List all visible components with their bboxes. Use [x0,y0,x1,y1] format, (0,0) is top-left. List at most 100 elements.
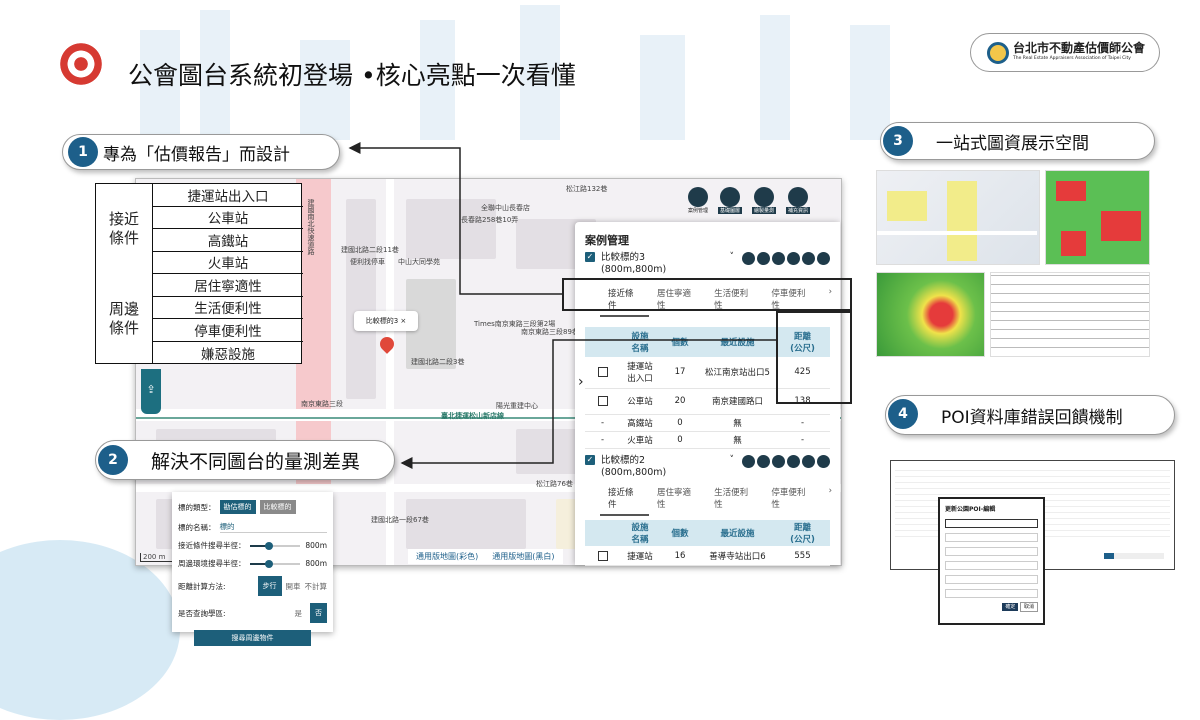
cell: - [800,434,805,445]
type-comparable-button[interactable]: 比較標的 [259,500,296,514]
name-input[interactable]: 標的 [219,521,327,533]
method-none[interactable]: 不計算 [304,581,328,591]
chevron-right-icon[interactable]: › [828,286,832,297]
col-distance: 距離 (公尺) [790,523,815,546]
name-label: 標的名稱： [178,522,216,532]
case-checkbox[interactable]: ✓ [585,252,595,262]
hide-icon[interactable] [742,454,755,468]
tab-parking[interactable]: 停車便利性 [771,488,806,511]
chevron-down-icon[interactable]: ˅ [729,252,735,262]
modal-field[interactable] [945,589,1038,598]
col-distance: 距離 (公尺) [790,331,815,354]
cell: 善導寺站出口6 [709,551,766,562]
basemap-color[interactable]: 通用版地圖(彩色) [416,552,479,561]
cell: - [800,417,805,428]
near-radius-slider[interactable] [249,541,300,550]
edit-icon[interactable] [757,454,770,468]
confirm-button[interactable]: 確定 [1002,603,1019,611]
chevron-down-icon[interactable]: ˅ [729,454,735,465]
scales-icon [987,42,1009,64]
delete-icon[interactable] [787,252,800,265]
col-name: 設施 名稱 [631,523,649,546]
modal-field[interactable] [945,519,1038,528]
basemap-switcher: 通用版地圖(彩色) 通用版地圖(黑白) [408,549,563,564]
row-checkbox[interactable] [597,550,608,561]
download-icon[interactable] [802,454,815,468]
case-checkbox[interactable]: ✓ [585,454,595,465]
table-header: 設施 名稱個數最近設施距離 (公尺) [585,520,830,547]
collapse-panel-button[interactable]: › [578,374,584,390]
tab-near[interactable]: 接近條件 [600,482,649,517]
scale-bar: 200 m [140,553,176,562]
map-label: 建國北路一段67巷 [371,516,429,524]
method-drive[interactable]: 開車 [285,581,301,591]
logo: 台北市不動產估價師公會 The Real Estate Appraisers A… [970,33,1160,72]
method-walk[interactable]: 步行 [257,576,282,596]
map-label: 松江路76巷 [536,480,573,488]
cell: 捷運站 出入口 [627,362,653,385]
school-no[interactable]: 否 [310,603,327,623]
case-radius: (800m,800m) [601,264,667,276]
download-icon[interactable] [802,252,815,265]
callout-number-1: 1 [68,137,98,167]
modal-field[interactable] [945,547,1038,556]
tab-convenience[interactable]: 生活便利性 [714,288,749,311]
hide-icon[interactable] [742,252,755,265]
export-icon[interactable] [772,454,785,468]
case-name: 比較標的2 [601,454,646,466]
tab-convenience[interactable]: 生活便利性 [714,488,749,511]
edit-icon[interactable] [757,252,770,265]
around-radius-value: 800m [305,559,327,568]
aperture-icon [688,187,708,207]
row-checkbox[interactable] [597,396,608,407]
cell: 425 [794,367,811,378]
map-label: 便利找停車 [350,258,385,266]
row-checkbox[interactable] [597,367,608,378]
chevron-right-icon[interactable]: › [828,486,832,497]
type-label: 標的類型： [178,502,216,512]
delete-icon[interactable] [787,454,800,468]
export-icon[interactable] [772,252,785,265]
share-button[interactable]: ⇪ [141,369,161,414]
type-subject-button[interactable]: 勘估標的 [219,500,256,514]
tab-residential[interactable]: 居住寧適性 [656,288,691,311]
modal-field[interactable] [945,575,1038,584]
toolbar-base-layers[interactable]: 基礎圖層 [718,187,743,214]
callout-number-4: 4 [888,399,918,429]
case-header: ✓ 比較標的3(800m,800m) ˅ [575,252,840,277]
condition-item: 公車站 [153,207,303,229]
group-label: 接近 條件 [108,209,139,248]
toolbar-measure[interactable]: 繪製量測 [752,187,777,214]
col-count: 個數 [671,529,689,540]
popup-tooltip: 比較標的3 × [354,311,418,331]
basemap-bw[interactable]: 通用版地圖(黑白) [492,552,555,561]
around-radius-slider[interactable] [249,559,300,568]
cell: 松江南京站出口5 [705,368,770,379]
school-yes[interactable]: 是 [294,608,303,618]
method-label: 距離計算方法: [178,581,226,591]
modal-field[interactable] [945,533,1038,542]
conditions-table: 接近 條件 捷運站出入口 公車站 高鐵站 火車站 周邊 條件 居住寧適性 生活便… [95,183,303,364]
case-name: 比較標的3 [601,252,646,263]
tab-residential[interactable]: 居住寧適性 [656,488,691,511]
toolbar-info[interactable]: 補充資訊 [786,187,811,214]
map-label: 建國北路二段3巷 [411,358,465,366]
map-label: 建國南北快速道路 [307,199,315,255]
tab-parking[interactable]: 停車便利性 [771,288,806,311]
modal-field[interactable] [945,561,1038,570]
search-button[interactable]: 搜尋周邊物件 [194,630,311,646]
tab-near[interactable]: 接近條件 [600,283,649,317]
cancel-button[interactable]: 取消 [1019,602,1038,612]
near-radius-value: 800m [305,541,327,550]
toolbar-case-management[interactable]: 案例管理 [688,187,708,214]
condition-item: 捷運站出入口 [153,184,303,207]
callout-text: 解決不同圖台的量測差異 [151,450,361,473]
map-thumbnail-landuse [876,170,1040,265]
map-label: 全聯中山長春店 [481,204,530,212]
group-label: 周邊 條件 [108,299,139,338]
pagination[interactable] [1104,553,1164,559]
refresh-icon[interactable] [817,252,830,265]
refresh-icon[interactable] [817,454,830,468]
